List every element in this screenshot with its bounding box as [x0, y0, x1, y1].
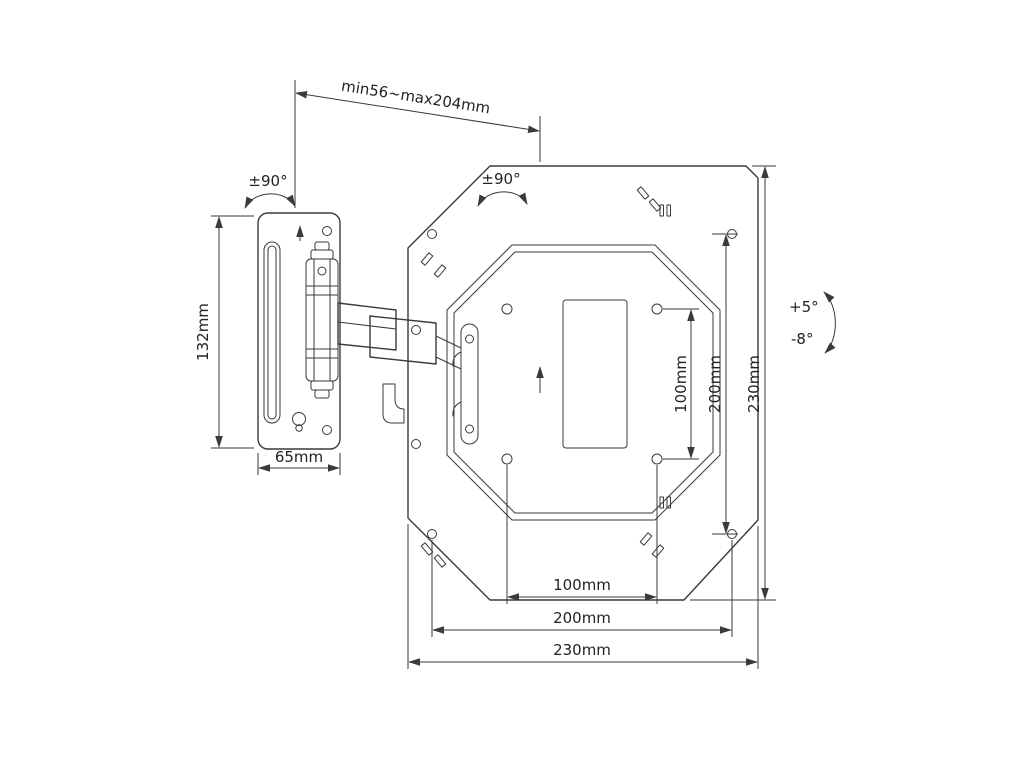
- vesa-width-100-label: 100mm: [553, 576, 611, 594]
- hinge-assembly: [305, 241, 339, 399]
- swivel-head-arrow-icon: [477, 191, 528, 207]
- vesa-height-200-label: 200mm: [706, 355, 724, 413]
- corner-screw-slots: [420, 186, 671, 568]
- annotation-swivel-wall: ±90°: [244, 172, 296, 209]
- dim-vesa-width-100: 100mm: [506, 465, 658, 604]
- raised-ring-outer: [446, 244, 721, 521]
- wall-plate-height-label: 132mm: [194, 303, 212, 361]
- dim-vesa-width-200: 200mm: [431, 540, 733, 637]
- hinge-bolt: [317, 266, 327, 276]
- dim-vesa-height-100: 100mm: [663, 308, 699, 460]
- vesa-height-100-label: 100mm: [672, 355, 690, 413]
- vesa-plate-outline: [407, 165, 759, 601]
- vesa-hole-100: [651, 303, 663, 315]
- swivel-head-label: ±90°: [481, 170, 520, 188]
- mount-hole: [322, 425, 332, 435]
- arm-hook: [382, 383, 405, 424]
- dim-wall-plate-height: 132mm: [194, 215, 254, 449]
- vesa-hole-100: [501, 453, 513, 465]
- wall-plate-slot-inner: [267, 245, 277, 420]
- wall-plate-outline: [257, 212, 341, 450]
- annotation-tilt: +5° -8°: [789, 291, 836, 354]
- vesa-hole-200: [427, 529, 437, 539]
- raised-ring-inner: [453, 251, 714, 514]
- dim-extension-range: min56~max204mm: [294, 77, 541, 208]
- plate-height-230-label: 230mm: [745, 355, 763, 413]
- edge-hole: [411, 325, 421, 335]
- swivel-wall-arrow-icon: [244, 193, 296, 209]
- edge-hole: [411, 439, 421, 449]
- mount-hole: [322, 226, 332, 236]
- wall-plate-slot: [263, 241, 281, 424]
- locking-mechanism: [452, 323, 479, 445]
- swivel-wall-label: ±90°: [248, 172, 287, 190]
- vesa-width-200-label: 200mm: [553, 609, 611, 627]
- plate-width-230-label: 230mm: [553, 641, 611, 659]
- tilt-up-label: +5°: [789, 298, 819, 316]
- vesa-holes: [411, 229, 737, 539]
- dim-plate-width-230: 230mm: [407, 524, 759, 669]
- vesa-hole-100: [651, 453, 663, 465]
- vesa-hole-100: [501, 303, 513, 315]
- vesa-hole-200: [427, 229, 437, 239]
- keyhole-slot: [295, 424, 303, 432]
- dim-plate-height-230: 230mm: [690, 165, 776, 601]
- wall-plate-width-label: 65mm: [275, 448, 323, 466]
- vesa-plate: [407, 165, 759, 601]
- dim-wall-plate-width: 65mm: [257, 448, 341, 475]
- dim-vesa-height-200: 200mm: [706, 233, 738, 535]
- keyhole: [292, 412, 306, 426]
- wall-plate: [257, 212, 341, 450]
- annotation-swivel-head: ±90°: [477, 170, 528, 207]
- tilt-arrow-icon: [823, 291, 836, 354]
- tilt-down-label: -8°: [791, 330, 813, 348]
- articulating-arm: [337, 302, 462, 424]
- center-bracket: [562, 299, 628, 449]
